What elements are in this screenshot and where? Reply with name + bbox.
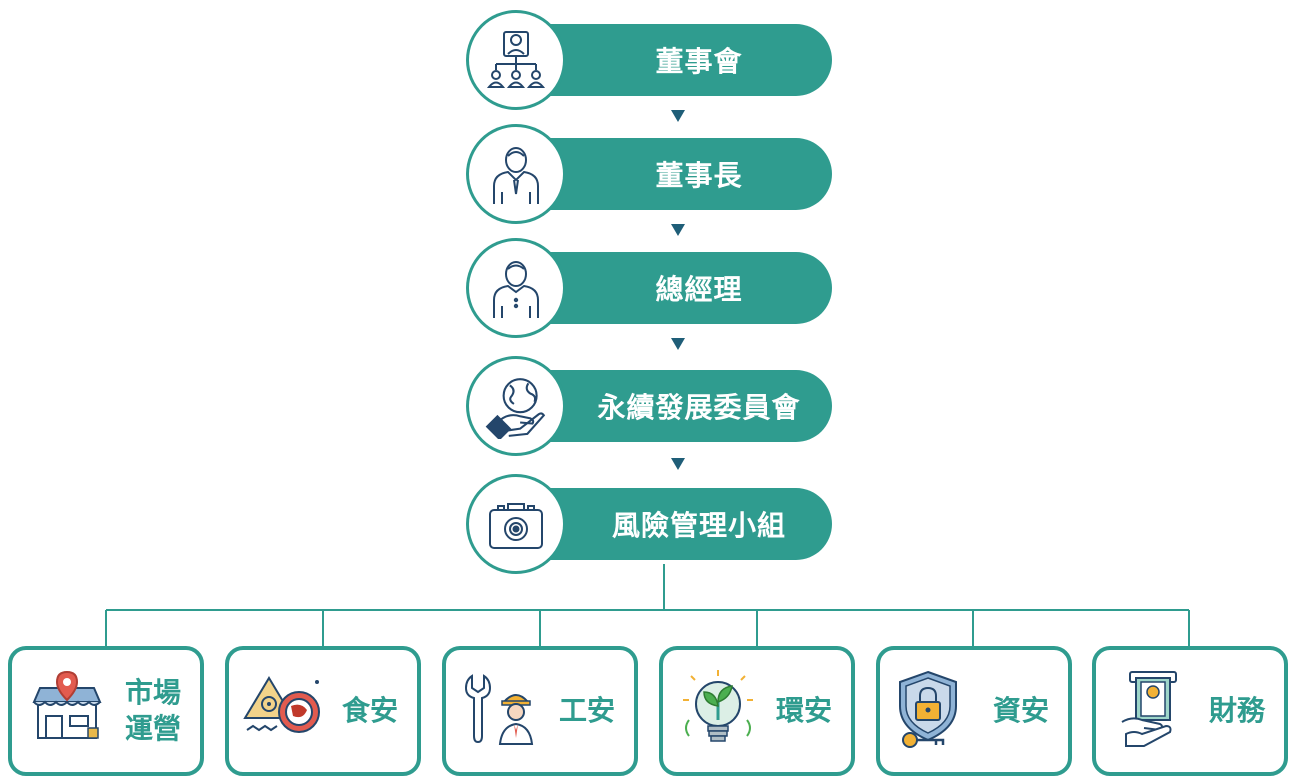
board-label: 董事會 [655, 45, 743, 78]
down-arrow-icon [671, 458, 685, 470]
environmental-safety-label: 環安 [775, 694, 832, 727]
risk-management-label: 風險管理小組 [611, 509, 786, 542]
work-safety-label: 工安 [558, 694, 615, 727]
work-safety-box: 工安 [442, 646, 638, 776]
atm-cash-icon [1121, 671, 1177, 747]
food-safety-box: 食安 [225, 646, 421, 776]
org-structure-icon [486, 31, 546, 88]
information-security-box: 資安 [876, 646, 1072, 776]
board-node: 董事會 [466, 10, 832, 110]
sustainability-committee-node: 永續發展委員會 [466, 356, 832, 456]
shield-lock-key-icon [899, 670, 957, 748]
sustainability-committee-label: 永續發展委員會 [597, 391, 801, 424]
chairman-label: 董事長 [655, 159, 743, 192]
briefcase-eye-icon [489, 503, 543, 549]
chairman-icon [493, 147, 539, 204]
bulb-sprout-icon [683, 670, 753, 742]
manager-icon [493, 261, 539, 318]
risk-management-node: 風險管理小組 [466, 474, 832, 574]
general-manager-label: 總經理 [655, 273, 743, 306]
globe-in-hand-icon [485, 378, 546, 439]
storefront-icon [32, 670, 102, 739]
finance-box: 財務 [1092, 646, 1288, 776]
down-arrow-icon [671, 110, 685, 122]
finance-label: 財務 [1208, 694, 1265, 727]
food-hazard-icon [243, 676, 320, 733]
general-manager-node: 總經理 [466, 238, 832, 338]
food-safety-label: 食安 [341, 694, 398, 727]
environmental-safety-box: 環安 [659, 646, 855, 776]
information-security-label: 資安 [992, 694, 1049, 727]
chairman-node: 董事長 [466, 124, 832, 224]
market-operations-label: 市場 運營 [124, 676, 181, 745]
down-arrow-icon [671, 338, 685, 350]
down-arrow-icon [671, 224, 685, 236]
wrench-worker-icon [464, 674, 534, 745]
market-operations-box: 市場 運營 [8, 646, 204, 776]
